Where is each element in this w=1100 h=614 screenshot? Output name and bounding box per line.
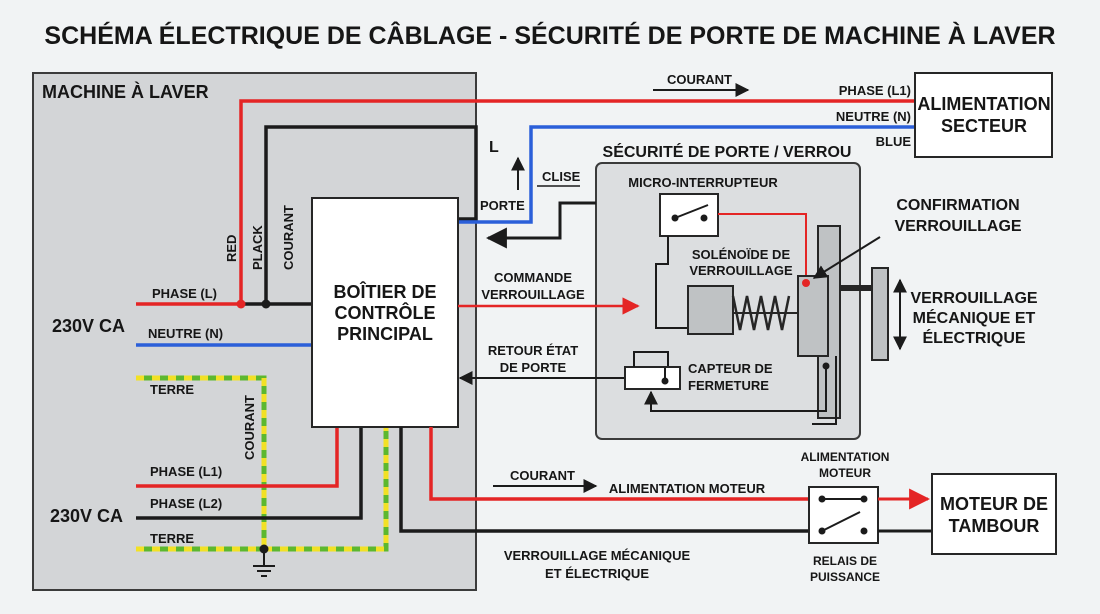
lock-return-black-wire <box>399 427 811 533</box>
supply-top-earth-label: TERRE <box>150 382 194 397</box>
confirmation-line1: CONFIRMATION <box>896 197 1019 214</box>
relay-top-line2: MOTEUR <box>819 466 871 480</box>
control-box-line2: CONTRÔLE <box>335 302 436 323</box>
motor-bottom-line2: ET ÉLECTRIQUE <box>545 566 649 581</box>
washing-machine-label: MACHINE À LAVER <box>42 81 209 102</box>
phase-junction-dot <box>236 299 246 309</box>
mains-supply-line1: ALIMENTATION <box>917 94 1050 114</box>
control-box-line3: PRINCIPAL <box>337 324 433 344</box>
porte-label: PORTE <box>480 198 525 213</box>
drum-motor-box <box>931 473 1057 555</box>
confirmation-indicator-dot <box>802 279 810 287</box>
microswitch-label: MICRO-INTERRUPTEUR <box>628 175 778 190</box>
mains-blue-label: BLUE <box>876 134 912 149</box>
mains-supply-box <box>914 72 1053 158</box>
sensor-loop-wire <box>633 351 669 367</box>
latch-block <box>797 275 829 357</box>
lock-command-line2: VERROUILLAGE <box>481 287 585 302</box>
supply-bottom-voltage: 230V CA <box>50 506 123 526</box>
black-junction-dot <box>261 299 271 309</box>
solenoid-body <box>687 285 734 335</box>
mains-neutral-label: NEUTRE (N) <box>836 109 911 124</box>
supply-bottom-earth-label: TERRE <box>150 531 194 546</box>
lower-phase2-wire <box>136 427 363 520</box>
diagram-title: SCHÉMA ÉLECTRIQUE DE CÂBLAGE - SÉCURITÉ … <box>44 20 1055 50</box>
sensor-label-line1: CAPTEUR DE <box>688 361 773 376</box>
supply-bottom-phase1-label: PHASE (L1) <box>150 464 222 479</box>
mech-lock-line1: VERROUILLAGE <box>910 290 1037 307</box>
control-box-line1: BOÎTIER DE <box>333 281 436 302</box>
l-label: L <box>489 139 499 156</box>
sensor-contact-dot <box>661 377 669 385</box>
mains-phase-label: PHASE (L1) <box>839 83 911 98</box>
microswitch-symbol-icon <box>671 204 709 222</box>
power-relay-box <box>808 486 879 544</box>
main-control-box <box>311 197 459 428</box>
relay-contacts-icon <box>818 495 868 535</box>
supply-top-phase-label: PHASE (L) <box>152 286 217 301</box>
lower-phase1-wire <box>136 427 339 488</box>
door-lock-return-wire <box>485 201 596 249</box>
mech-lock-line2: MÉCANIQUE ET <box>913 308 1036 327</box>
supply-top-voltage: 230V CA <box>52 316 125 336</box>
clise-label: CLISE <box>542 169 581 184</box>
latch-lower-wire <box>812 356 837 425</box>
relay-bottom-line1: RELAIS DE <box>813 554 877 568</box>
microswitch-box <box>659 193 719 237</box>
vertical-courant-bottom-label: COURANT <box>242 395 257 460</box>
mains-neutral-wire <box>458 125 915 224</box>
confirmation-line2: VERROUILLAGE <box>894 218 1021 235</box>
mains-phase-wire <box>239 99 915 304</box>
relay-bottom-line2: PUISSANCE <box>810 570 880 584</box>
supply-bottom-phase2-label: PHASE (L2) <box>150 496 222 511</box>
mains-supply-line2: SECTEUR <box>941 116 1027 136</box>
solenoid-label-line2: VERROUILLAGE <box>689 263 793 278</box>
vertical-red-label: RED <box>224 235 239 262</box>
mech-lock-line3: ÉLECTRIQUE <box>922 328 1025 347</box>
solenoid-label-line1: SOLÉNOÏDE DE <box>692 247 791 262</box>
microswitch-to-sensor-wire <box>655 236 688 329</box>
door-lock-module-title: SÉCURITÉ DE PORTE / VERROU <box>603 142 852 161</box>
vertical-plack-label: PLACK <box>250 225 265 270</box>
mains-current-label: COURANT <box>667 72 732 87</box>
sensor-return-wire <box>644 368 827 412</box>
door-hook <box>871 267 889 361</box>
ground-icon <box>253 565 275 577</box>
door-status-line1: RETOUR ÉTAT <box>488 343 578 358</box>
solenoid-coil-icon <box>731 295 791 331</box>
vertical-courant-top-label: COURANT <box>281 205 296 270</box>
drum-motor-line2: TAMBOUR <box>949 516 1040 536</box>
drum-motor-line1: MOTEUR DE <box>940 494 1048 514</box>
motor-supply-label: ALIMENTATION MOTEUR <box>609 481 766 496</box>
motor-feed-wire <box>429 427 811 501</box>
motor-current-label: COURANT <box>510 468 575 483</box>
confirmation-pointer <box>812 236 881 279</box>
door-status-line2: DE PORTE <box>500 360 567 375</box>
sensor-label-line2: FERMETURE <box>688 378 769 393</box>
motor-bottom-line1: VERROUILLAGE MÉCANIQUE <box>504 548 691 563</box>
relay-top-line1: ALIMENTATION <box>801 450 890 464</box>
microswitch-to-solenoid-wire <box>718 213 807 276</box>
mains-black-wire <box>264 125 478 304</box>
closing-sensor-box <box>624 366 681 390</box>
supply-top-neutral-label: NEUTRE (N) <box>148 326 223 341</box>
earth-junction-dot <box>259 544 269 554</box>
lock-command-line1: COMMANDE <box>494 270 572 285</box>
earth-wire-stripe <box>136 375 389 552</box>
latch-contact-dot <box>822 362 830 370</box>
